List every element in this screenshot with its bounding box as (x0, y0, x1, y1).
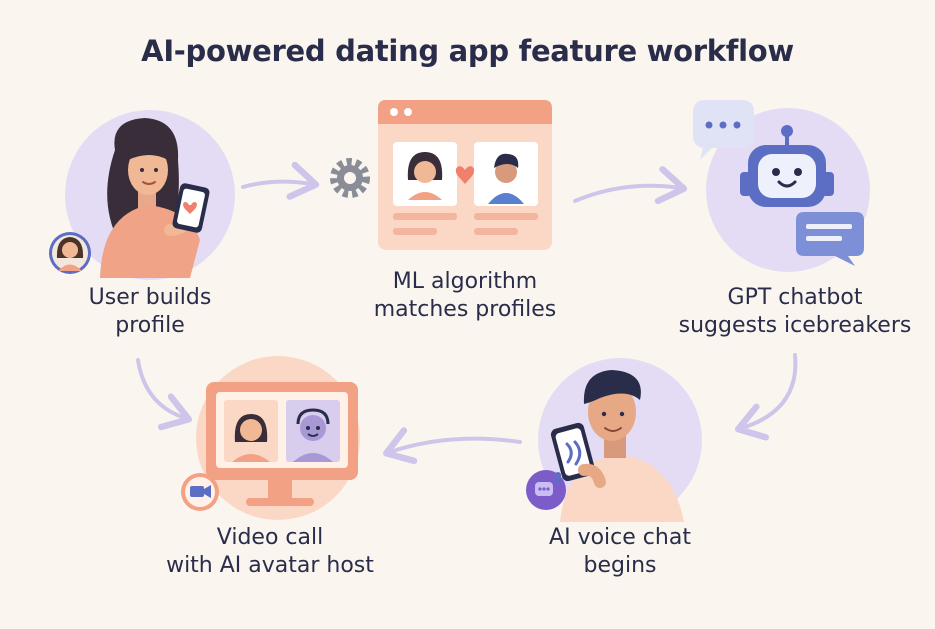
step-label-video-call: Video call with AI avatar host (150, 524, 390, 580)
gear-icon (330, 158, 370, 198)
step-label-line: User builds (88, 285, 212, 310)
step-label-line: GPT chatbot (727, 285, 863, 310)
step-label-user-profile: User builds profile (50, 284, 250, 340)
step-label-voice-chat: AI voice chat begins (520, 524, 720, 580)
arrow-profile-to-ml (241, 161, 320, 200)
step-label-line: begins (583, 553, 657, 578)
diagram-title: AI-powered dating app feature workflow (141, 34, 794, 68)
step-label-line: profile (115, 313, 185, 338)
video-camera-icon (181, 473, 219, 511)
step-label-line: with AI avatar host (166, 553, 374, 578)
voice-chat-icon (526, 470, 566, 510)
arrow-chatbot-to-voice (734, 353, 798, 441)
arrow-profile-to-video (136, 358, 193, 431)
chatbot-illustration (693, 100, 870, 272)
ml-match-illustration (330, 100, 552, 250)
step-label-gpt-chatbot: GPT chatbot suggests icebreakers (660, 284, 930, 340)
arrow-ml-to-chatbot (573, 166, 688, 205)
user-profile-illustration (49, 110, 235, 280)
step-label-line: Video call (216, 525, 324, 550)
step-label-ml-algorithm: ML algorithm matches profiles (345, 268, 585, 324)
step-label-line: ML algorithm (392, 269, 538, 294)
arrow-voice-to-video (383, 427, 522, 465)
step-label-line: AI voice chat (549, 525, 691, 550)
video-call-illustration (181, 356, 360, 520)
step-label-line: suggests icebreakers (678, 313, 912, 338)
step-label-line: matches profiles (373, 297, 557, 322)
voice-chat-illustration (526, 358, 702, 522)
